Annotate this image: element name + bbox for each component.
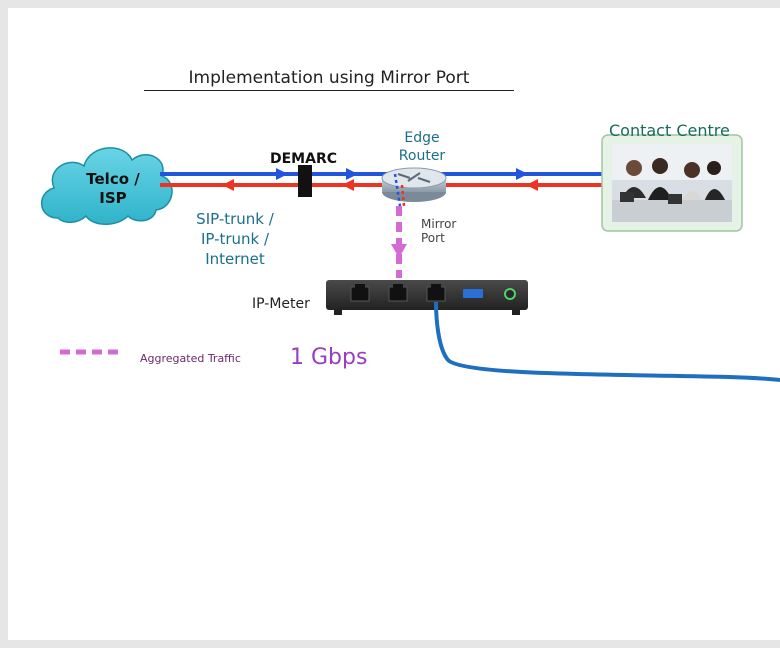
demarc-label: DEMARC: [270, 151, 338, 167]
legend-aggregated-traffic: Aggregated Traffic: [140, 352, 241, 365]
edge-router-label: Edge Router: [392, 129, 452, 165]
diagram-title: Implementation using Mirror Port: [144, 68, 514, 91]
diagram-graphics: [41, 134, 780, 382]
mirror-port-label-line1: Mirror: [421, 217, 457, 231]
sip-trunk-label-line3: Internet: [205, 250, 265, 268]
sip-trunk-label-line1: SIP-trunk /: [196, 210, 274, 228]
mirror-port-line: [391, 206, 407, 278]
mirror-port-label-line2: Port: [421, 231, 445, 245]
router-icon: [381, 167, 447, 207]
ip-meter-device-icon: [326, 280, 528, 315]
telco-label-line1: Telco /: [86, 170, 140, 188]
contact-centre-image: [601, 134, 743, 232]
legend-bandwidth: 1 Gbps: [290, 345, 368, 370]
mirror-port-label: Mirror Port: [421, 217, 471, 245]
demarc-block: [298, 165, 312, 197]
sip-trunk-label: SIP-trunk / IP-trunk / Internet: [180, 209, 290, 269]
ip-meter-label: IP-Meter: [252, 296, 310, 312]
telco-label: Telco / ISP: [58, 170, 168, 208]
diagram-canvas: Implementation using Mirror Port Telco /…: [8, 8, 780, 640]
edge-router-label-line2: Router: [398, 148, 446, 164]
meter-cable: [434, 301, 780, 382]
telco-label-line2: ISP: [99, 189, 127, 207]
contact-centre-label: Contact Centre: [609, 121, 730, 140]
edge-router-label-line1: Edge: [404, 130, 440, 146]
sip-trunk-label-line2: IP-trunk /: [200, 230, 270, 248]
